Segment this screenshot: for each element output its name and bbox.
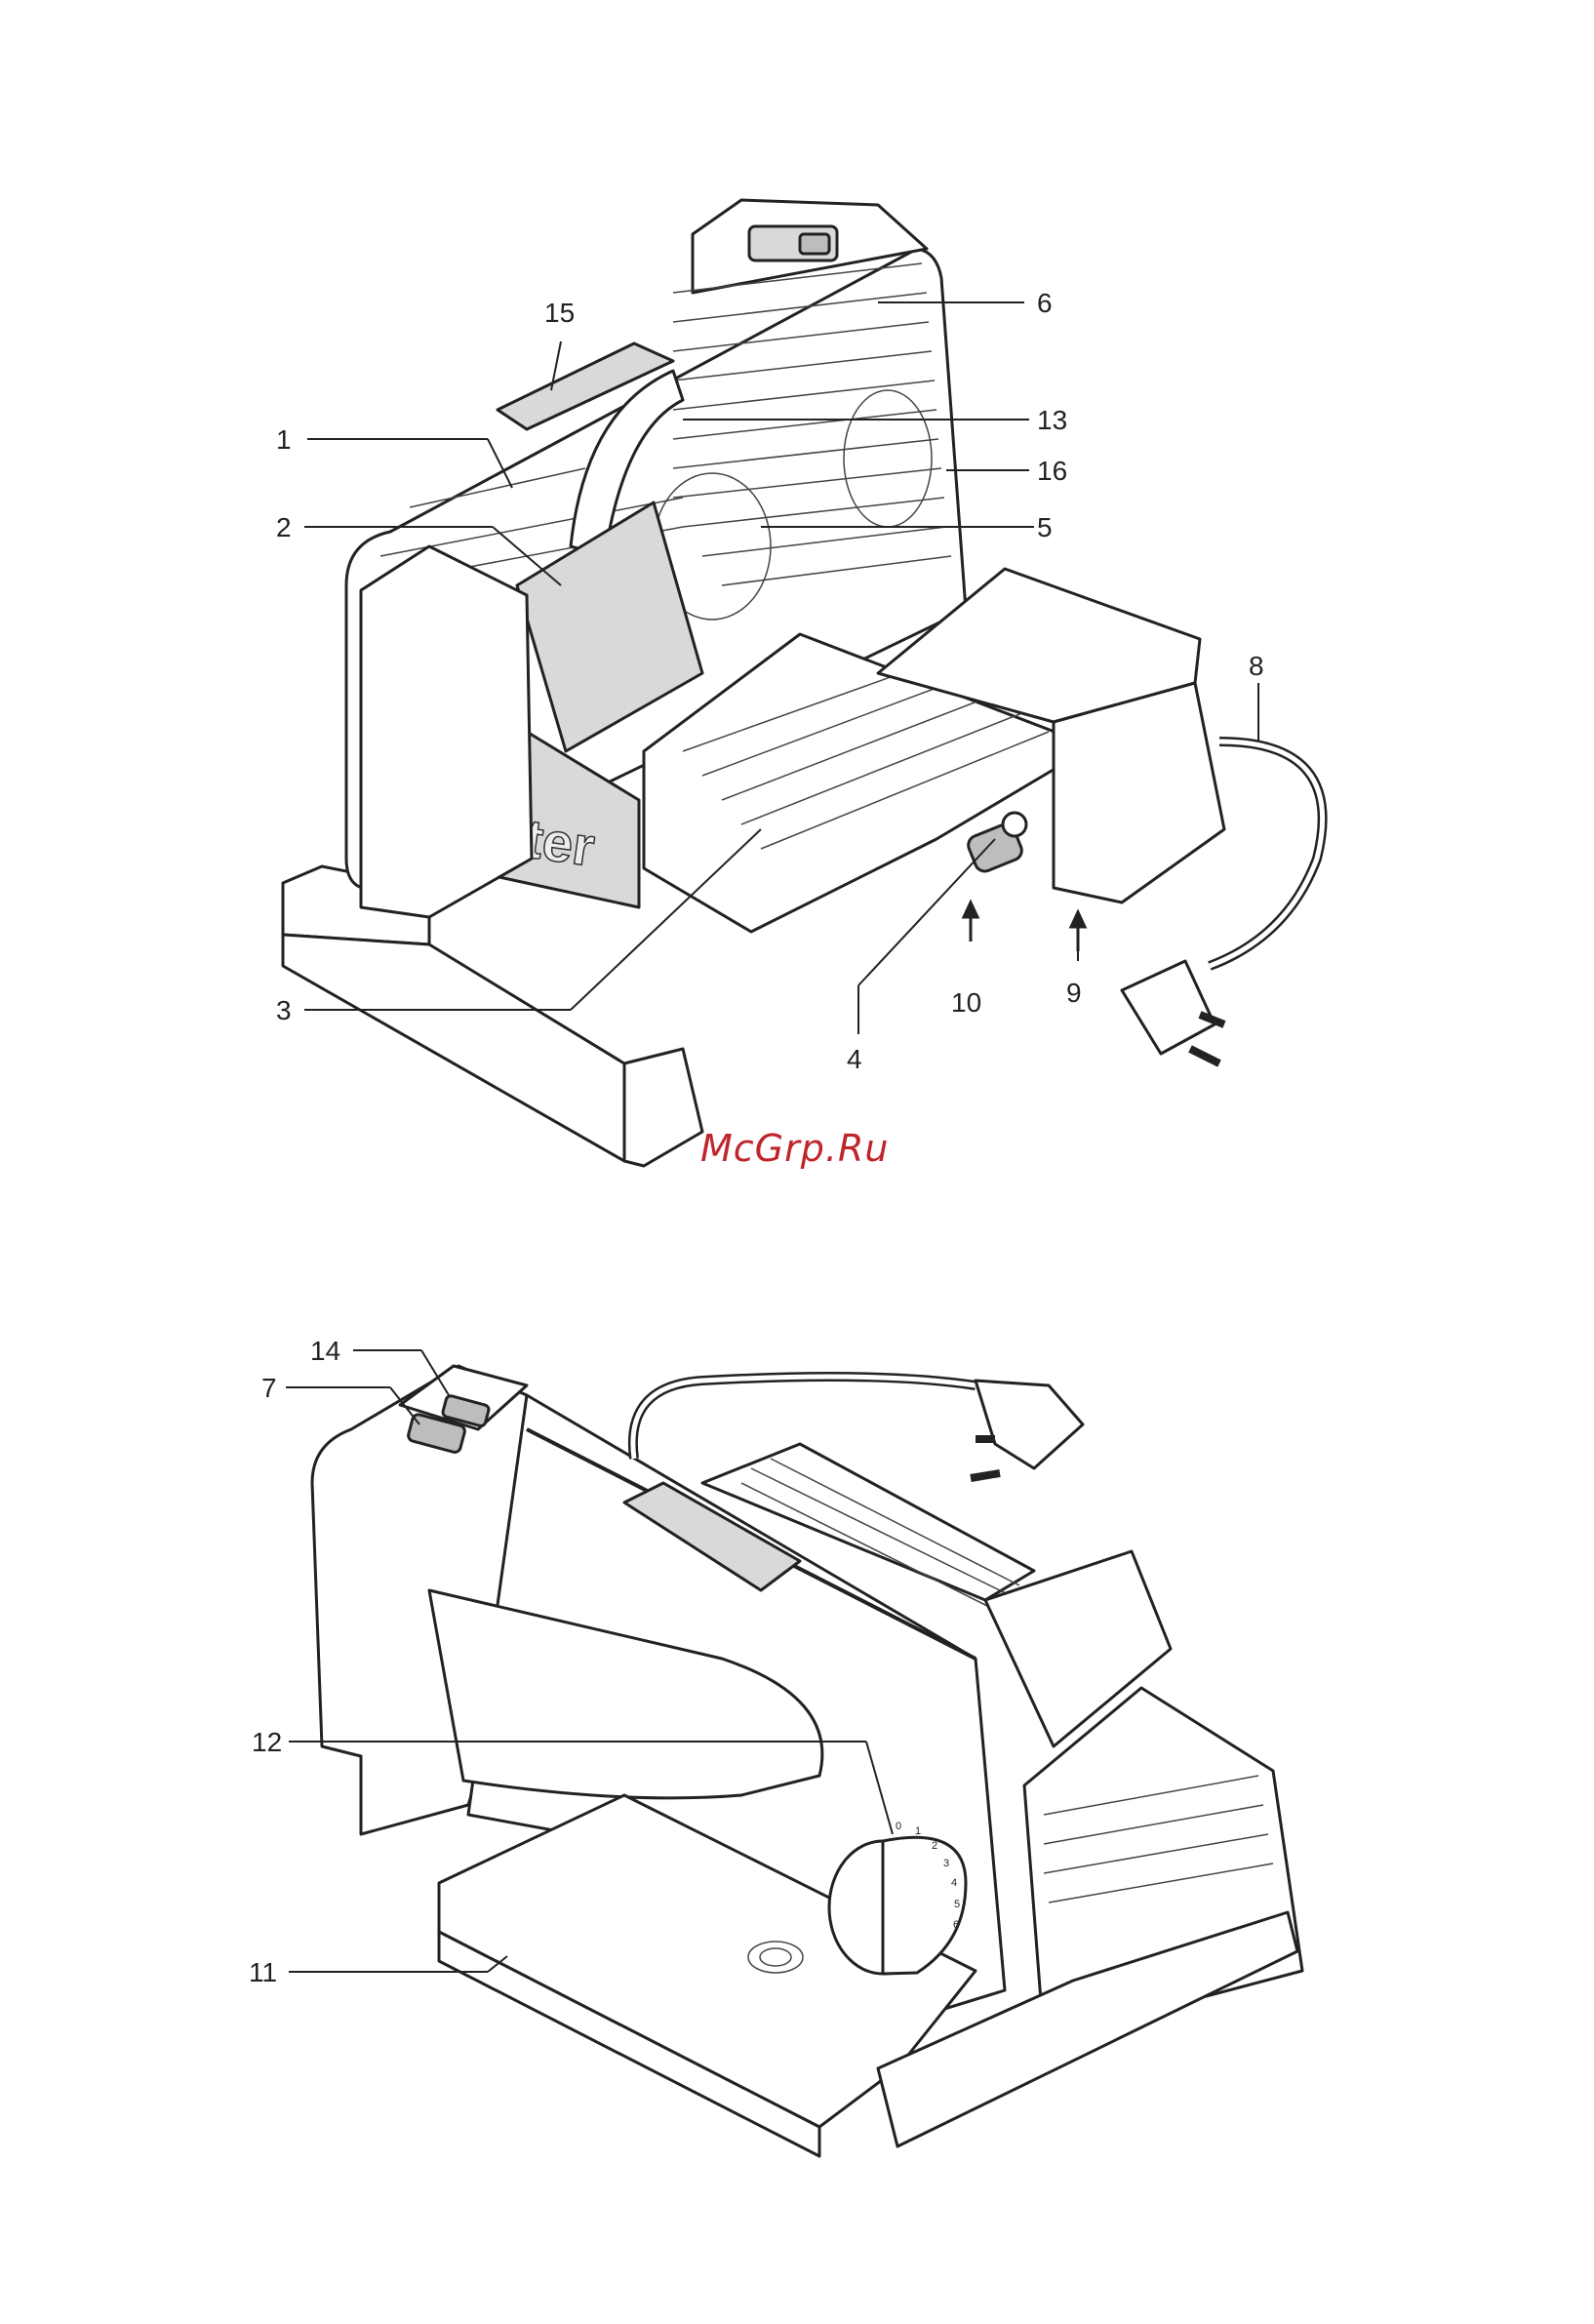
dial-mark-4: 4 — [951, 1877, 957, 1889]
callout-14: 14 — [310, 1336, 340, 1366]
callout-16: 16 — [1037, 456, 1067, 486]
callout-4: 4 — [847, 1044, 862, 1074]
dial-mark-1: 1 — [915, 1825, 921, 1837]
dial-mark-3: 3 — [943, 1858, 949, 1869]
callout-13: 13 — [1037, 405, 1067, 435]
dial-mark-2: 2 — [932, 1840, 937, 1852]
callout-3: 3 — [276, 995, 292, 1025]
callout-5: 5 — [1037, 512, 1053, 542]
callout-15: 15 — [544, 298, 575, 328]
dial-mark-5: 5 — [954, 1899, 960, 1910]
callout-7: 7 — [261, 1373, 277, 1403]
callout-6: 6 — [1037, 288, 1053, 318]
slicer-rear-view — [312, 1366, 1302, 2156]
callout-1: 1 — [276, 424, 292, 455]
callout-11: 11 — [249, 1957, 277, 1987]
dial-mark-6: 6 — [953, 1919, 959, 1931]
callout-12: 12 — [252, 1727, 282, 1757]
callout-2: 2 — [276, 512, 292, 542]
callout-8: 8 — [1249, 651, 1264, 681]
callout-10: 10 — [951, 987, 981, 1018]
dial-mark-0: 0 — [896, 1821, 901, 1832]
callout-9: 9 — [1066, 978, 1082, 1008]
slicer-front-view: ritter — [283, 200, 1323, 1166]
watermark: McGrp.Ru — [700, 1127, 889, 1170]
